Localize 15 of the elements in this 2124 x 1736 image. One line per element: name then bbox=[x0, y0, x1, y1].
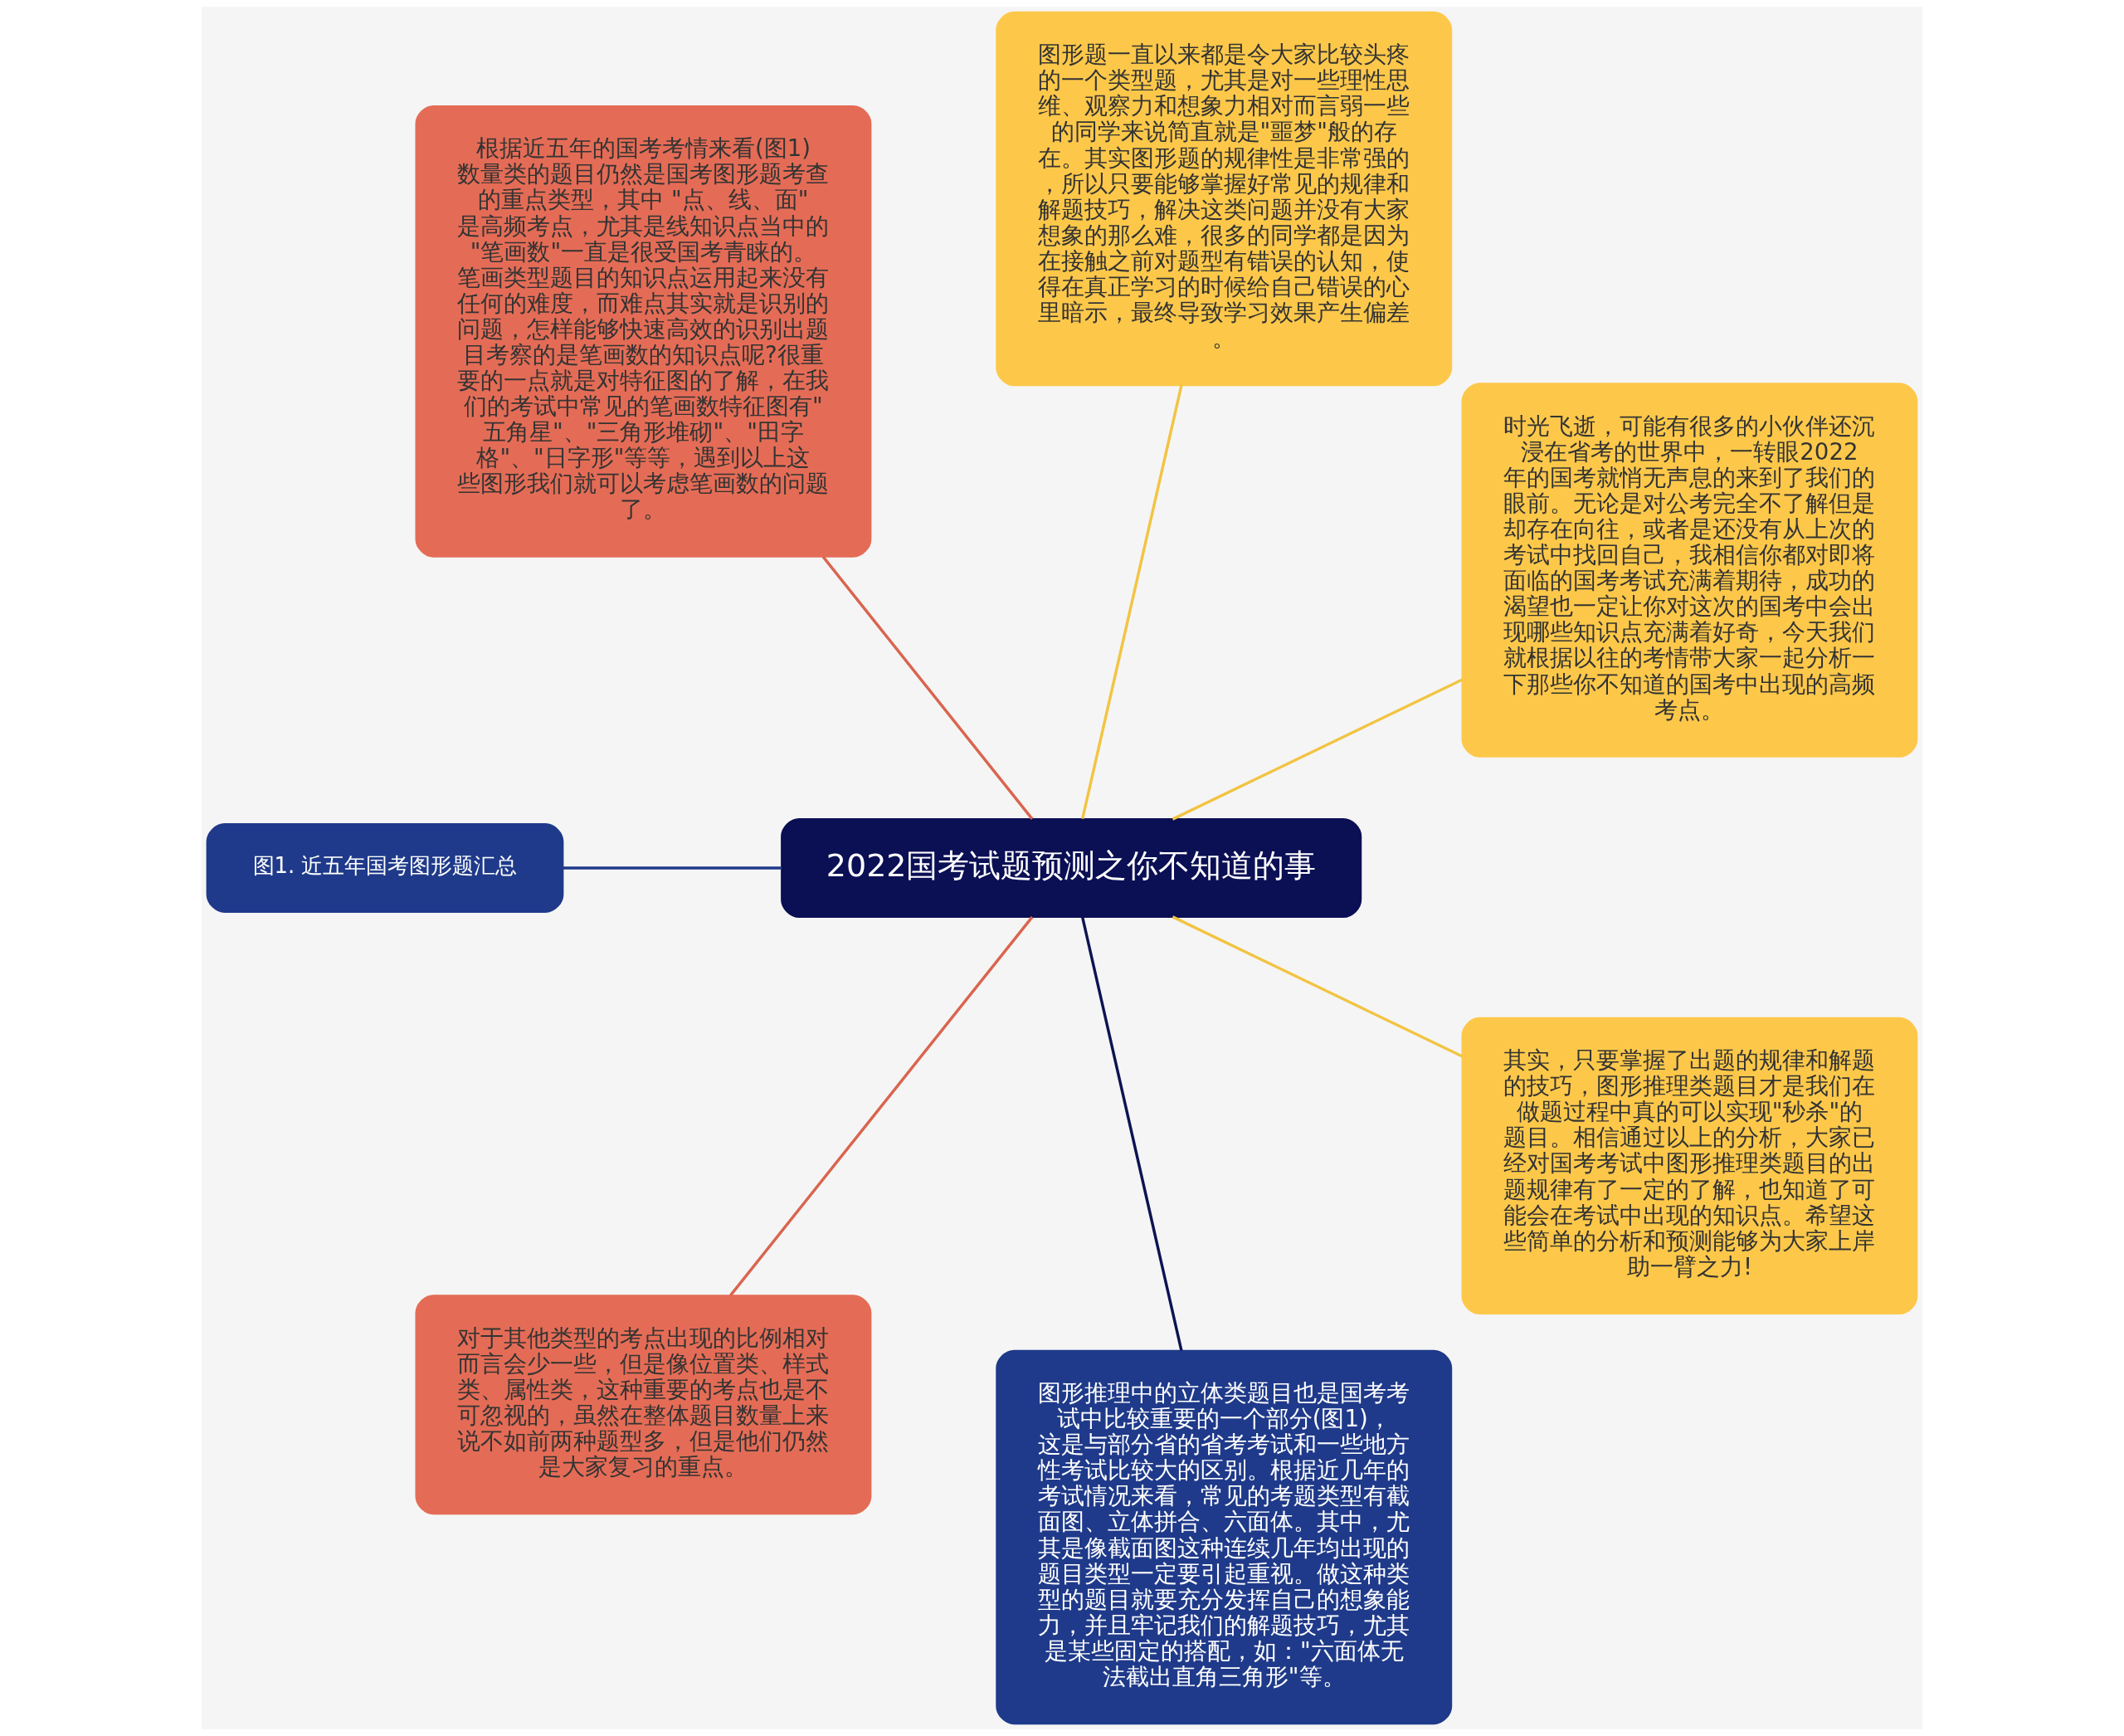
connector bbox=[729, 916, 1034, 1297]
node-box: 图形推理中的立体类题目也是国考考试中比较重要的一个部分(图1)，这是与部分省的省考考试和一些地方性考试比较大的区别。根据近几年的考试情况来看，常见的考题类型有截面图、立体拼合、六面体。其中，尤其是像截面图这种连续几年均出现的题目类型一定要引起重视。做这种类型的题目就要充分发挥自己的想象能力，并且牢记我们的解题技巧，尤其是某些固定的搭配，如："六面体无法截出直角三角形"等。 bbox=[996, 1349, 1453, 1725]
node-box: 根据近五年的国考考情来看(图1)数量类的题目仍然是国考图形题考查的重点类型，其中 "点、线、面"是高频考点，尤其是线知识点当中的"笔画数"一直是很受国考青睐的。笔画类型题目的知识点运用起来没有任何的难度，而难点其实就是识别的问题，怎样能够快速高效的识别出题目考察的是笔画数的知识点呢?很重要的一点就是对特征图的了解，在我们的考试中常见的笔画数特征图有"五角星"、"三角形堆砌"、"田字格"、"日字形"等等，遇到以上这些图形我们就可以考虑笔画数的问题了。 bbox=[415, 105, 872, 558]
connector bbox=[1081, 384, 1183, 820]
connector bbox=[563, 866, 782, 870]
connector bbox=[821, 555, 1034, 820]
node-box: 图1. 近五年国考图形题汇总 bbox=[206, 823, 564, 913]
node-box: 其实，只要掌握了出题的规律和解题的技巧，图形推理类题目才是我们在做题过程中真的可以实现"秒杀"的题目。相信通过以上的分析，大家已经对国考考试中图形推理类题目的出题规律有了一定的了解，也知道了可能会在考试中出现的知识点。希望这些简单的分析和预测能够为大家上岸助一臂之力! bbox=[1461, 1017, 1918, 1315]
connector bbox=[1172, 915, 1464, 1058]
connector bbox=[1172, 678, 1464, 821]
connector bbox=[1081, 916, 1183, 1352]
node-box: 对于其他类型的考点出现的比例相对而言会少一些，但是像位置类、样式类、属性类，这种重要的考点也是不可忽视的，虽然在整体题目数量上来说不如前两种题型多，但是他们仍然是大家复习的重点。 bbox=[415, 1295, 872, 1515]
node-box: 时光飞逝，可能有很多的小伙伴还沉浸在省考的世界中，一转眼2022年的国考就悄无声息的来到了我们的眼前。无论是对公考完全不了解但是却存在向往，或者是还没有从上次的考试中找回自己，我相信你都对即将面临的国考考试充满着期待，成功的渴望也一定让你对这次的国考中会出现哪些知识点充满着好奇，今天我们就根据以往的考情带大家一起分析一下那些你不知道的国考中出现的高频考点。 bbox=[1461, 383, 1918, 758]
node-box: 图形题一直以来都是令大家比较头疼的一个类型题，尤其是对一些理性思维、观察力和想象力相对而言弱一些的同学来说简直就是"噩梦"般的存在。其实图形题的规律性是非常强的，所以只要能够掌握好常见的规律和解题技巧，解决这类问题并没有大家想象的那么难，很多的同学都是因为在接触之前对题型有错误的认知，使得在真正学习的时候给自己错误的心里暗示，最终导致学习效果产生偏差。 bbox=[996, 11, 1453, 387]
node-box: 2022国考试题预测之你不知道的事 bbox=[781, 818, 1362, 918]
